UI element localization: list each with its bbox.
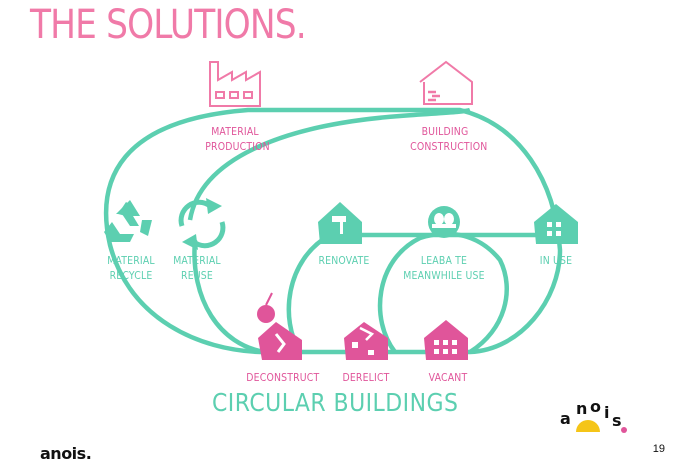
reuse-arrows-icon — [178, 199, 226, 249]
house-construction-icon — [419, 60, 473, 105]
label-renovate: RENOVATE — [318, 254, 370, 267]
anois-logo-graphic: a n o i s — [560, 397, 627, 446]
house-icon — [534, 204, 578, 244]
inner-loop — [187, 107, 471, 221]
recycle-icon — [104, 200, 152, 242]
diagram-subtitle: CIRCULAR BUILDINGS — [212, 388, 459, 417]
paint-roller-house-icon — [318, 202, 362, 244]
broken-house-icon — [344, 322, 388, 360]
meanwhile-loop — [377, 231, 509, 354]
vacant-house-icon — [424, 320, 468, 360]
wrecking-ball-icon — [257, 292, 302, 360]
factory-icon — [209, 61, 261, 107]
svg-text:n: n — [576, 399, 587, 418]
egg-basket-icon — [428, 206, 460, 238]
label-deconstruct: DECONSTRUCT — [246, 371, 320, 384]
label-material-production: MATERIAL PRODUCTION — [205, 125, 270, 153]
svg-text:a: a — [560, 409, 571, 428]
label-material-recycle: MATERIAL RECYCLE — [107, 254, 155, 282]
label-derelict: DERELICT — [342, 371, 390, 384]
label-material-reuse: MATERIAL REUSE — [173, 254, 221, 282]
svg-text:s: s — [612, 411, 622, 430]
footer-logo: anois. — [40, 444, 92, 463]
reuse-loop — [192, 239, 266, 355]
label-building-construction: BUILDING CONSTRUCTION — [410, 125, 488, 153]
svg-text:i: i — [604, 403, 609, 422]
label-leaba-te: LEABA TE MEANWHILE USE — [403, 254, 485, 282]
label-in-use: IN USE — [539, 254, 573, 267]
svg-text:o: o — [590, 397, 601, 416]
label-vacant: VACANT — [428, 371, 468, 384]
page-number: 19 — [652, 443, 665, 455]
slide-title: THE SOLUTIONS. — [30, 2, 307, 48]
